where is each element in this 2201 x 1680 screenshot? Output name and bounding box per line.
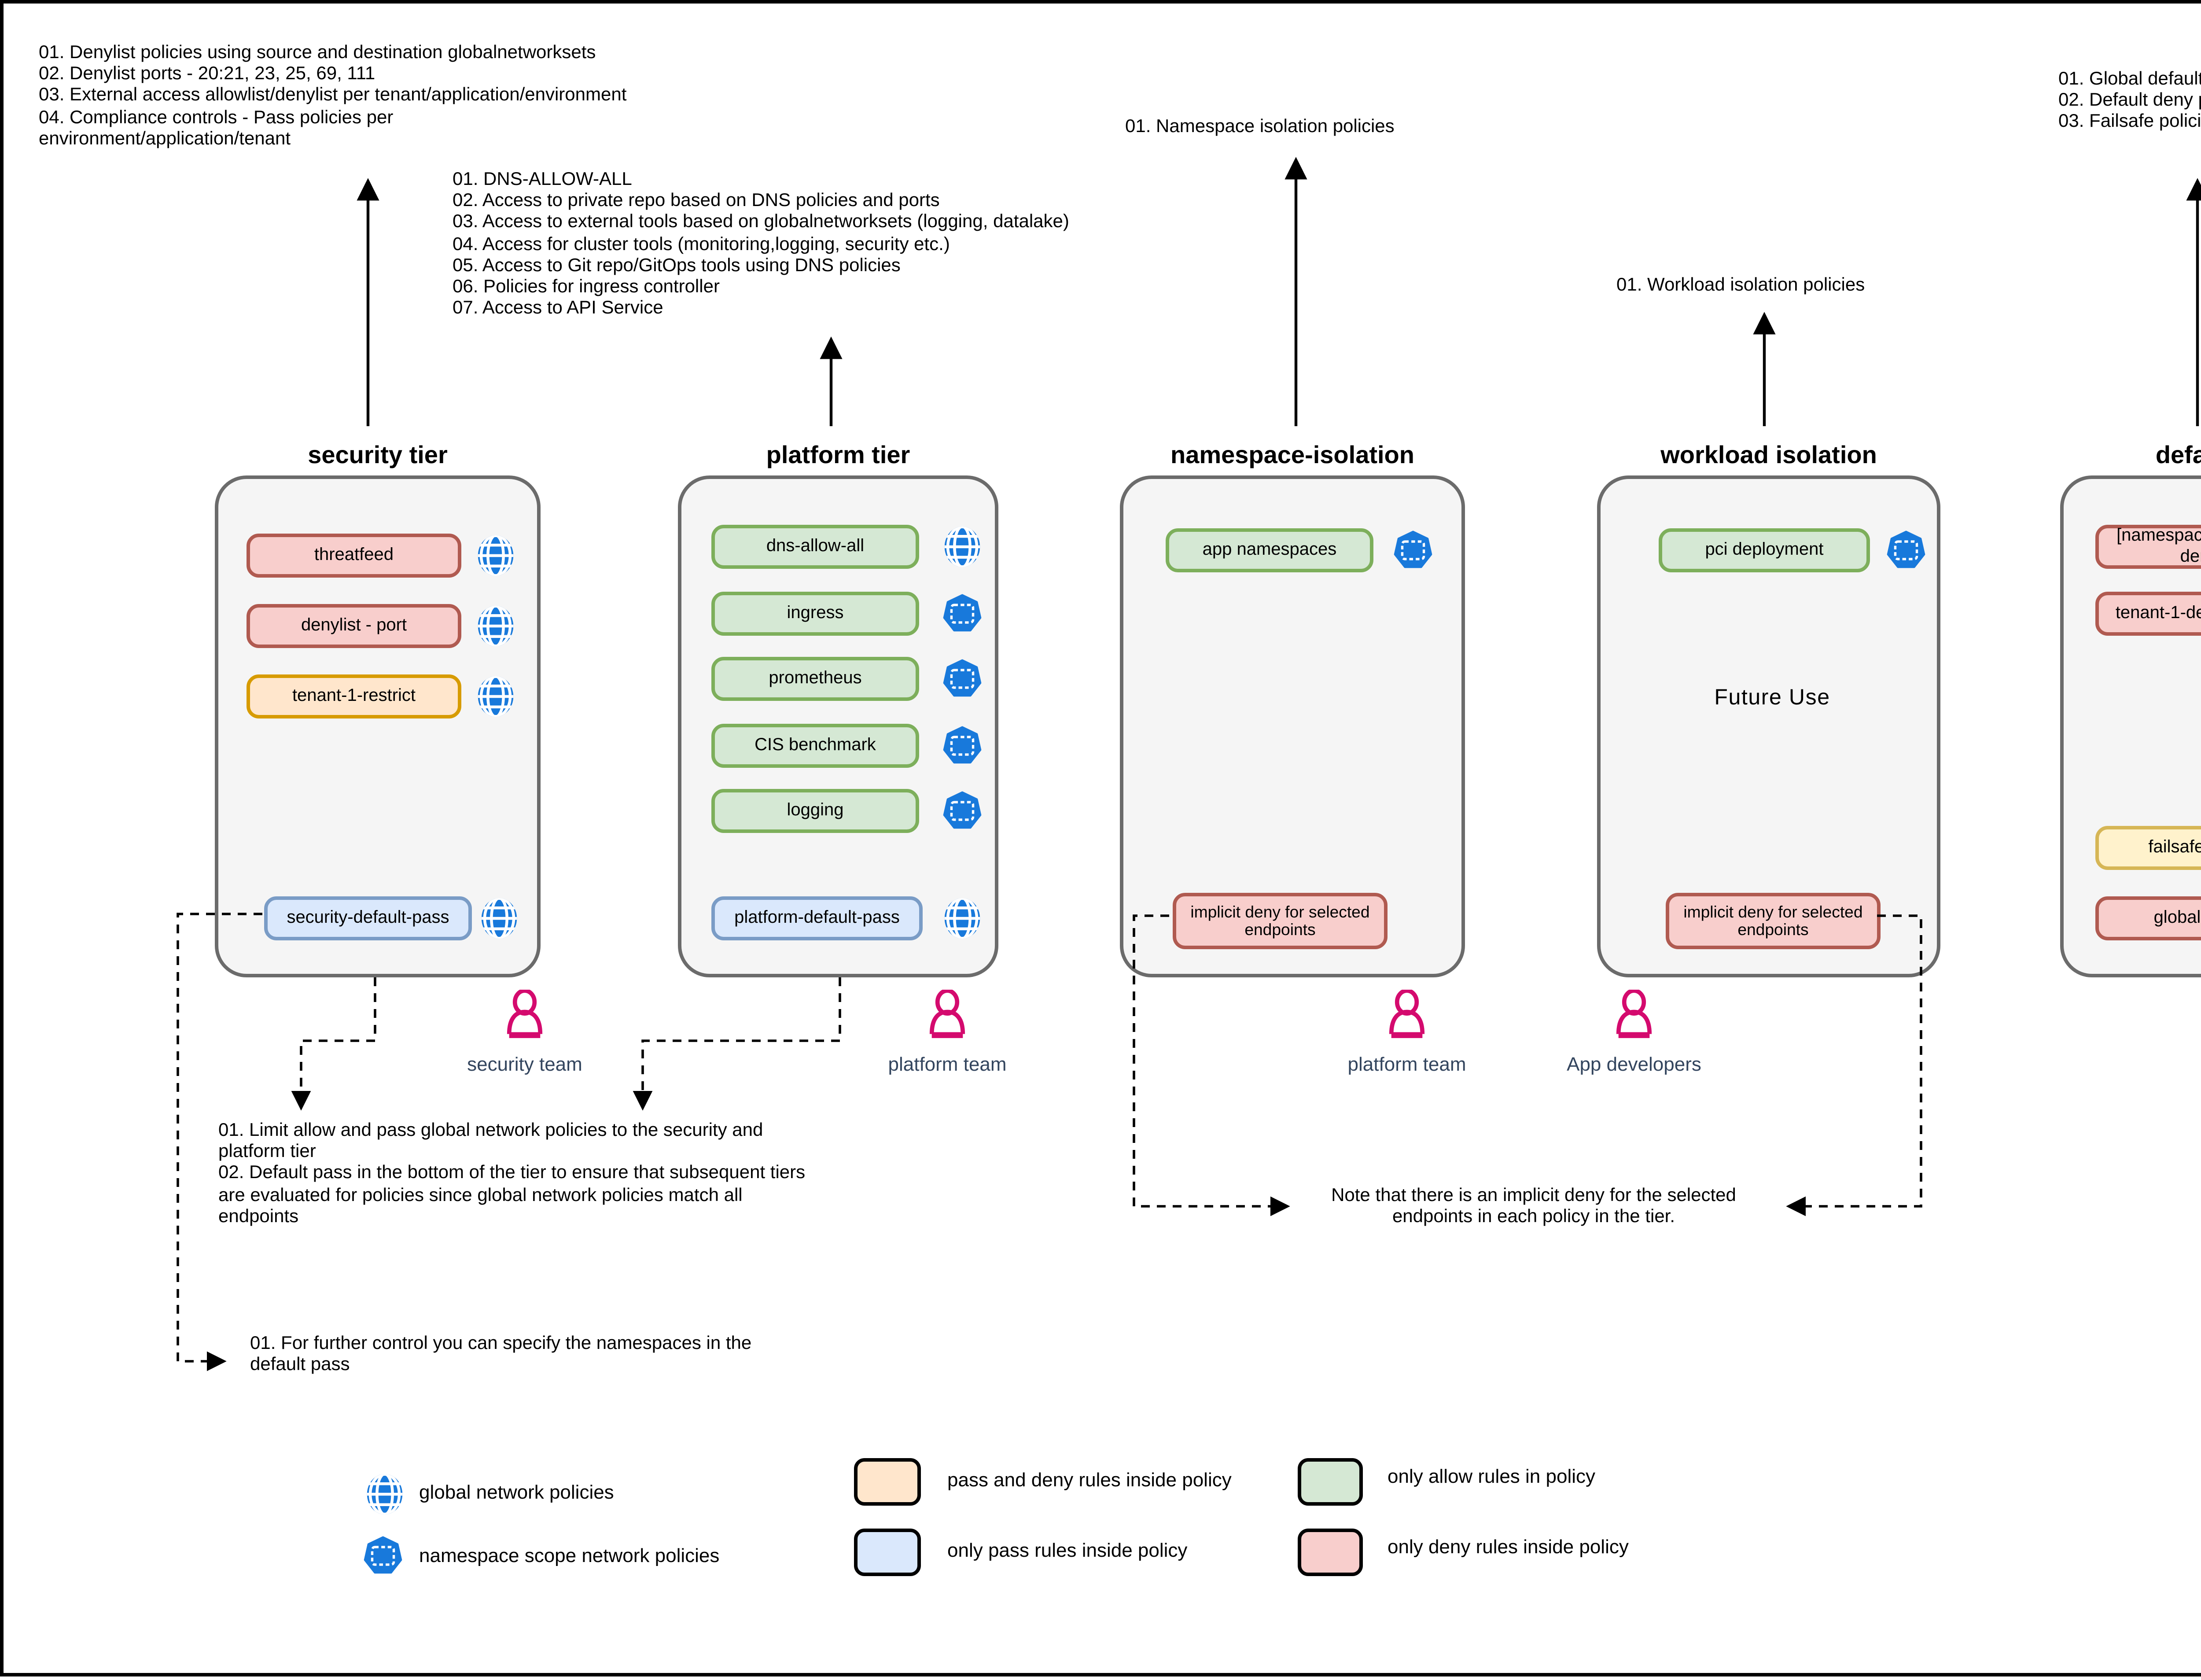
policy-pci-deployment: pci deployment [1659, 528, 1870, 572]
globe-icon [364, 1472, 405, 1516]
tier-security-title: security tier [308, 440, 448, 468]
default-tier-notes: 01. Global default deny 02. Default deny… [2058, 69, 2201, 133]
namespace-scope-icon [363, 1536, 403, 1576]
tier-platform: platform tier dns-allow-all ingress prom… [678, 440, 998, 977]
tier-namespace-isolation-title: namespace-isolation [1170, 440, 1414, 468]
tier-namespace-isolation: namespace-isolation app namespaces impli… [1120, 440, 1465, 977]
namespace-scope-icon [942, 726, 983, 766]
namespace-scope-icon [1886, 530, 1926, 571]
person-icon [502, 990, 548, 1039]
globe-icon [942, 896, 983, 940]
policy-tenant-1-default-deny: tenant-1-default-deny [2095, 592, 2201, 636]
namespace-scope-icon [942, 659, 983, 699]
tier-workload-isolation: workload isolation pci deployment Future… [1597, 440, 1940, 977]
default-pass-note: 01. For further control you can specify … [250, 1333, 752, 1376]
dashed-security-tier-to-guidance [291, 977, 376, 1111]
legend-orange-label: pass and deny rules inside policy [947, 1470, 1232, 1492]
policy-namespace-default-deny: [namespace]-default-deny [2095, 525, 2201, 569]
tier-default-title: default tier [2155, 440, 2201, 468]
team-label-app-developers: App developers [1567, 1055, 1701, 1076]
implicit-deny-note: Note that there is an implicit deny for … [1331, 1185, 1736, 1228]
dashed-platform-tier-to-guidance [633, 977, 841, 1111]
tier-security: security tier threatfeed denylist - port… [215, 440, 541, 977]
tier-default: default tier [namespace]-default-deny te… [2060, 440, 2201, 977]
policy-platform-default-pass: platform-default-pass [711, 896, 923, 940]
security-tier-notes: 01. Denylist policies using source and d… [39, 42, 627, 149]
tier-pass-guidance-note: 01. Limit allow and pass global network … [218, 1120, 806, 1227]
namespace-scope-icon [1393, 530, 1433, 571]
legend-green-label: only allow rules in policy [1388, 1467, 1595, 1488]
legend-red-label: only deny rules inside policy [1388, 1537, 1629, 1558]
team-label-platform: platform team [888, 1055, 1007, 1076]
globe-icon [942, 525, 983, 569]
future-use-label: Future Use [1714, 685, 1830, 710]
person-icon [1611, 990, 1657, 1039]
legend-red-swatch [1298, 1529, 1363, 1576]
policy-implicit-deny: implicit deny for selected endpoints [1666, 893, 1881, 949]
person-icon [1384, 990, 1430, 1039]
policy-logging: logging [711, 789, 919, 833]
legend-blue-swatch [854, 1529, 921, 1576]
policy-app-namespaces: app namespaces [1166, 528, 1373, 572]
policy-implicit-deny: implicit deny for selected endpoints [1173, 893, 1388, 949]
platform-tier-notes: 01. DNS-ALLOW-ALL 02. Access to private … [453, 169, 1069, 319]
namespace-scope-icon [942, 593, 983, 634]
legend-blue-label: only pass rules inside policy [947, 1541, 1188, 1562]
policy-threatfeed: threatfeed [247, 534, 461, 578]
person-icon [924, 990, 970, 1039]
policy-global-deny: global-deny [2095, 896, 2201, 940]
team-label-security: security team [467, 1055, 582, 1076]
policy-security-default-pass: security-default-pass [264, 896, 472, 940]
legend-global-label: global network policies [419, 1483, 614, 1504]
policy-tenant-1-restrict: tenant-1-restrict [247, 674, 461, 718]
policy-denylist-port: denylist - port [247, 604, 461, 648]
namespace-isolation-note: 01. Namespace isolation policies [1125, 116, 1395, 137]
legend-namespace-label: namespace scope network policies [419, 1546, 720, 1567]
policy-failsafe-allow: failsafe-allow [2095, 826, 2201, 870]
tier-workload-isolation-title: workload isolation [1660, 440, 1877, 468]
legend-green-swatch [1298, 1458, 1363, 1506]
legend-orange-swatch [854, 1458, 921, 1506]
workload-isolation-note: 01. Workload isolation policies [1616, 275, 1865, 296]
policy-dns-allow-all: dns-allow-all [711, 525, 919, 569]
tier-platform-title: platform tier [766, 440, 910, 468]
policy-cis-benchmark: CIS benchmark [711, 724, 919, 768]
policy-ingress: ingress [711, 592, 919, 636]
globe-icon [475, 534, 516, 578]
team-label-platform-2: platform team [1347, 1055, 1466, 1076]
policy-prometheus: prometheus [711, 657, 919, 701]
globe-icon [479, 896, 519, 940]
globe-icon [475, 604, 516, 648]
globe-icon [475, 674, 516, 718]
namespace-scope-icon [942, 791, 983, 831]
